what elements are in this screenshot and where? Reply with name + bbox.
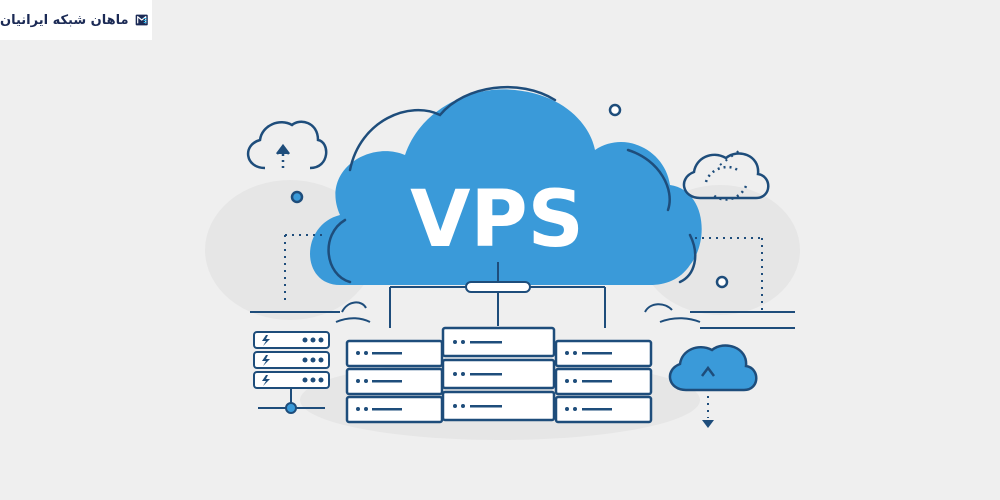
cloud-upload-icon [247, 120, 328, 204]
cloud-download-icon [668, 344, 758, 428]
dotted-links [284, 149, 763, 418]
hero-title: VPS [410, 175, 584, 265]
network-connectors [250, 262, 795, 329]
server-stack-left [345, 339, 444, 424]
brand-logo[interactable]: ماهان شبکه ایرانیان [0, 0, 152, 40]
server-rack-details [262, 335, 324, 386]
main-cloud [310, 85, 702, 286]
server-rack-icon [253, 331, 330, 414]
server-indicator-lights [356, 340, 612, 411]
brand-name: ماهان شبکه ایرانیان [0, 12, 129, 28]
cloud-sync-icon [608, 103, 770, 289]
mahan-logo-icon [135, 14, 148, 26]
